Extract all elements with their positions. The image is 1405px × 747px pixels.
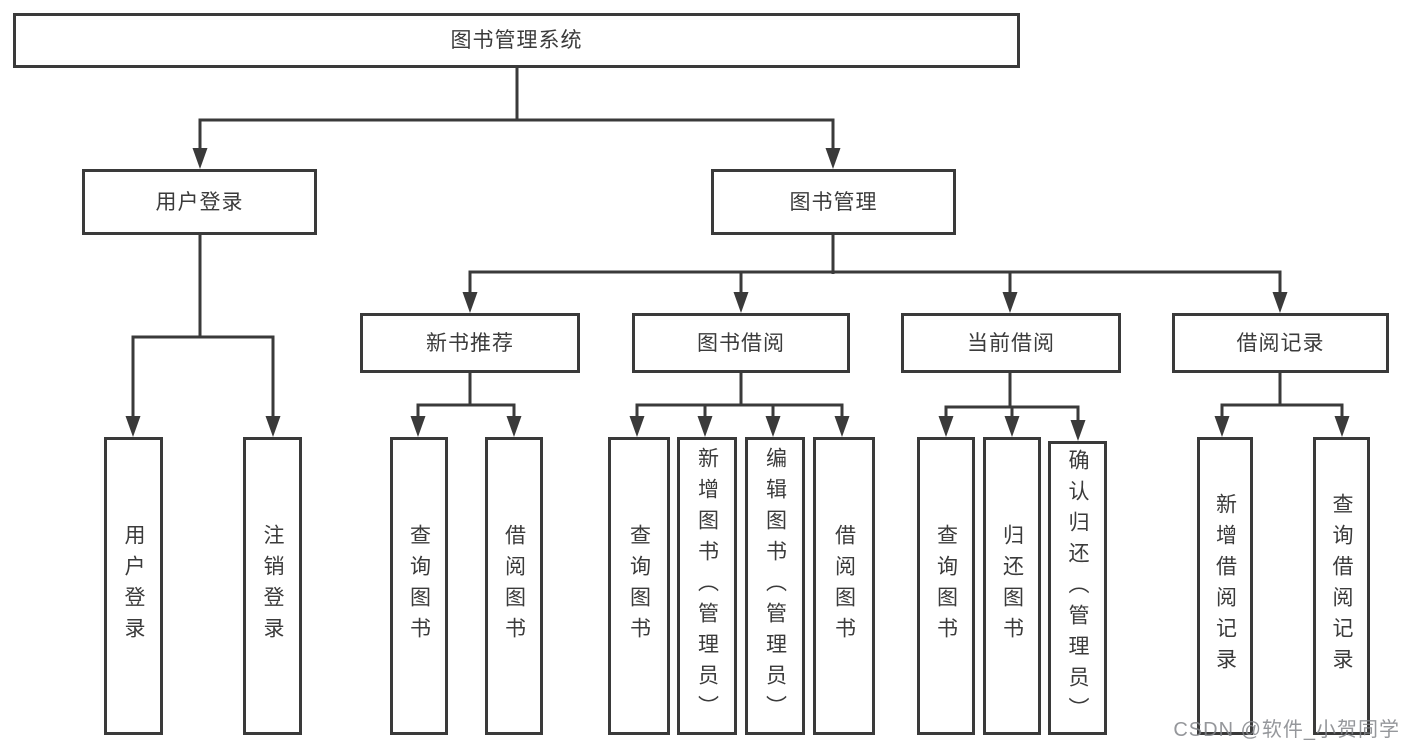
leaf-node-current-return-books: 归还图书 — [983, 437, 1041, 735]
csdn-watermark: CSDN @软件_小贺同学 — [1173, 719, 1400, 741]
leaf-node-records-add-record: 新增借阅记录 — [1197, 437, 1253, 735]
group-node-book-borrowing: 图书借阅 — [632, 313, 850, 373]
leaf-node-recommend-query-books: 查询图书 — [390, 437, 448, 735]
arrowheads — [125, 148, 1350, 441]
branch-node-book-management: 图书管理 — [711, 169, 956, 235]
group-node-new-book-recommendation: 新书推荐 — [360, 313, 580, 373]
leaf-node-logout: 注销登录 — [243, 437, 302, 735]
group-node-current-borrowing: 当前借阅 — [901, 313, 1121, 373]
leaf-node-current-query-books: 查询图书 — [917, 437, 975, 735]
leaf-node-borrowing-edit-books-admin: 编辑图书（管理员） — [745, 437, 805, 735]
leaf-node-borrowing-query-books: 查询图书 — [608, 437, 670, 735]
leaf-node-current-confirm-return-admin: 确认归还（管理员） — [1048, 441, 1107, 735]
root-node-library-management-system: 图书管理系统 — [13, 13, 1020, 68]
leaf-node-user-login: 用户登录 — [104, 437, 163, 735]
leaf-node-borrowing-add-books-admin: 新增图书（管理员） — [677, 437, 737, 735]
branch-node-user-login: 用户登录 — [82, 169, 317, 235]
leaf-node-borrowing-borrow-books: 借阅图书 — [813, 437, 875, 735]
leaf-node-recommend-borrow-books: 借阅图书 — [485, 437, 543, 735]
leaf-node-records-query-record: 查询借阅记录 — [1313, 437, 1370, 735]
group-node-borrowing-records: 借阅记录 — [1172, 313, 1389, 373]
